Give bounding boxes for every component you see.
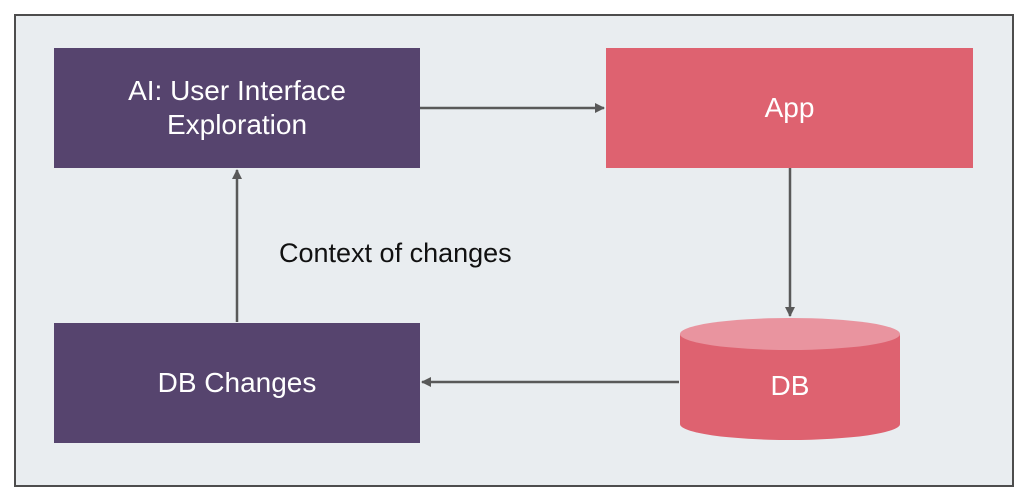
- edge-context-label: Context of changes: [279, 238, 512, 268]
- db-cylinder-body: [680, 334, 900, 440]
- db-cylinder-top: [680, 318, 900, 350]
- node-ai-exploration-label-line2: Exploration: [166, 109, 308, 140]
- node-db-label: DB: [770, 370, 810, 401]
- node-ai-exploration-label-line1: AI: User Interface: [128, 75, 346, 106]
- node-app-label: App: [764, 92, 815, 123]
- node-db-changes: DB Changes: [54, 323, 420, 443]
- node-app: App: [606, 48, 973, 168]
- node-db-changes-label: DB Changes: [157, 367, 317, 398]
- node-db-cylinder: [680, 318, 900, 440]
- node-ai-exploration: AI: User Interface Exploration: [54, 48, 420, 168]
